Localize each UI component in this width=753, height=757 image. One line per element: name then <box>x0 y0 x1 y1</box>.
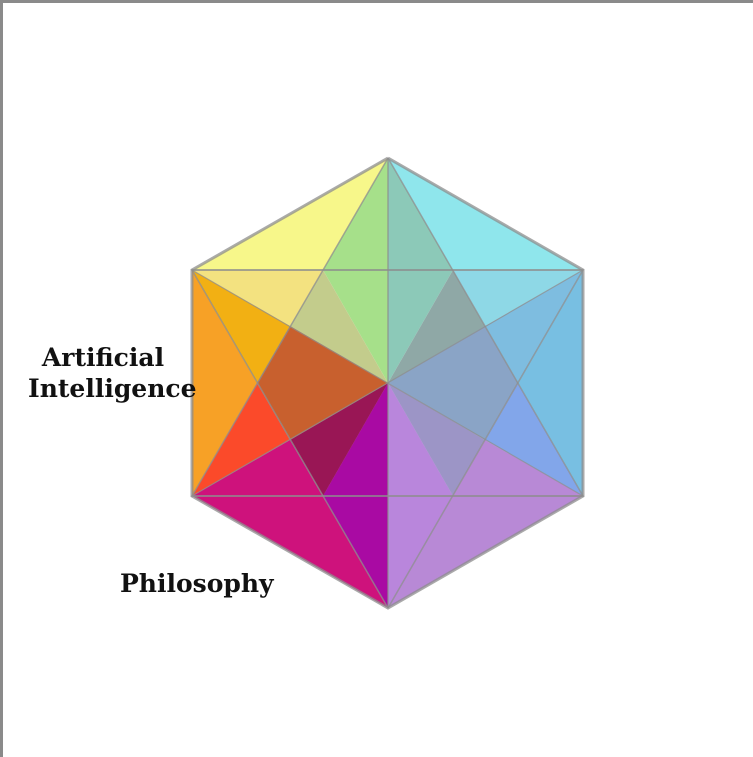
philosophy-label: Philosophy <box>120 568 270 599</box>
artificial-intelligence-label-line1: Artificial <box>28 342 178 373</box>
artificial-intelligence-label-line2: Intelligence <box>28 373 178 404</box>
artificial-intelligence-label: Artificial Intelligence <box>28 342 178 404</box>
